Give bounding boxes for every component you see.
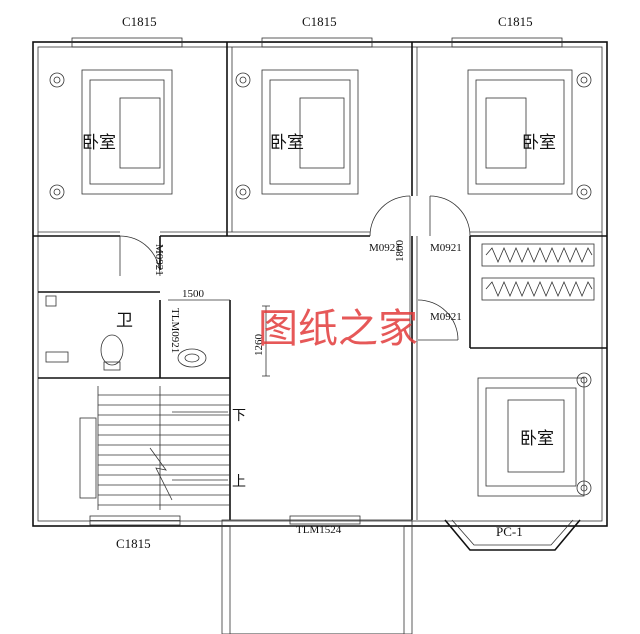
door-label-m-left: M0921 bbox=[153, 244, 165, 276]
balcony bbox=[221, 515, 413, 634]
window-label-bay: PC-1 bbox=[496, 524, 523, 539]
stair-label-up: 上 bbox=[232, 474, 246, 490]
bed-1 bbox=[49, 69, 173, 200]
dimension-1800: 1800 bbox=[394, 240, 406, 263]
dimension-1500: 1500 bbox=[182, 288, 205, 300]
wardrobe-hangers bbox=[481, 243, 595, 301]
door-label-tlm-balcony: TLM1524 bbox=[296, 524, 342, 536]
outer-walls bbox=[32, 41, 608, 527]
interior-walls bbox=[33, 42, 607, 520]
bed-3 bbox=[467, 69, 592, 200]
door-label-m-center-left: M0921 bbox=[369, 242, 401, 254]
room-label-bedroom-4: 卧室 bbox=[520, 429, 554, 449]
window-label-top-right: C1815 bbox=[498, 14, 533, 29]
top-windows bbox=[71, 37, 563, 48]
bottom-left-window bbox=[89, 515, 181, 526]
window-label-top-left: C1815 bbox=[122, 14, 157, 29]
window-label-top-mid: C1815 bbox=[302, 14, 337, 29]
room-label-bathroom: 卫 bbox=[116, 311, 133, 331]
bay-window bbox=[444, 519, 581, 551]
bathroom-fixtures bbox=[45, 295, 207, 371]
room-label-bedroom-2: 卧室 bbox=[270, 133, 304, 153]
door-label-m-lower-right: M0921 bbox=[430, 311, 462, 323]
dimension-1260: 1260 bbox=[253, 334, 265, 357]
door-label-tlm-bath: TLM0921 bbox=[169, 308, 181, 353]
watermark-text: 图纸之家 bbox=[258, 306, 418, 352]
bed-4 bbox=[477, 372, 592, 497]
room-label-bedroom-3: 卧室 bbox=[522, 133, 556, 153]
window-label-bottom-left: C1815 bbox=[116, 536, 151, 551]
dimension-lines bbox=[168, 236, 411, 377]
staircase bbox=[79, 386, 230, 510]
room-label-bedroom-1: 卧室 bbox=[82, 133, 116, 153]
door-swings bbox=[119, 195, 471, 341]
door-label-m-center-right: M0921 bbox=[430, 242, 462, 254]
bed-2 bbox=[235, 69, 359, 200]
stair-label-down: 下 bbox=[232, 408, 246, 424]
